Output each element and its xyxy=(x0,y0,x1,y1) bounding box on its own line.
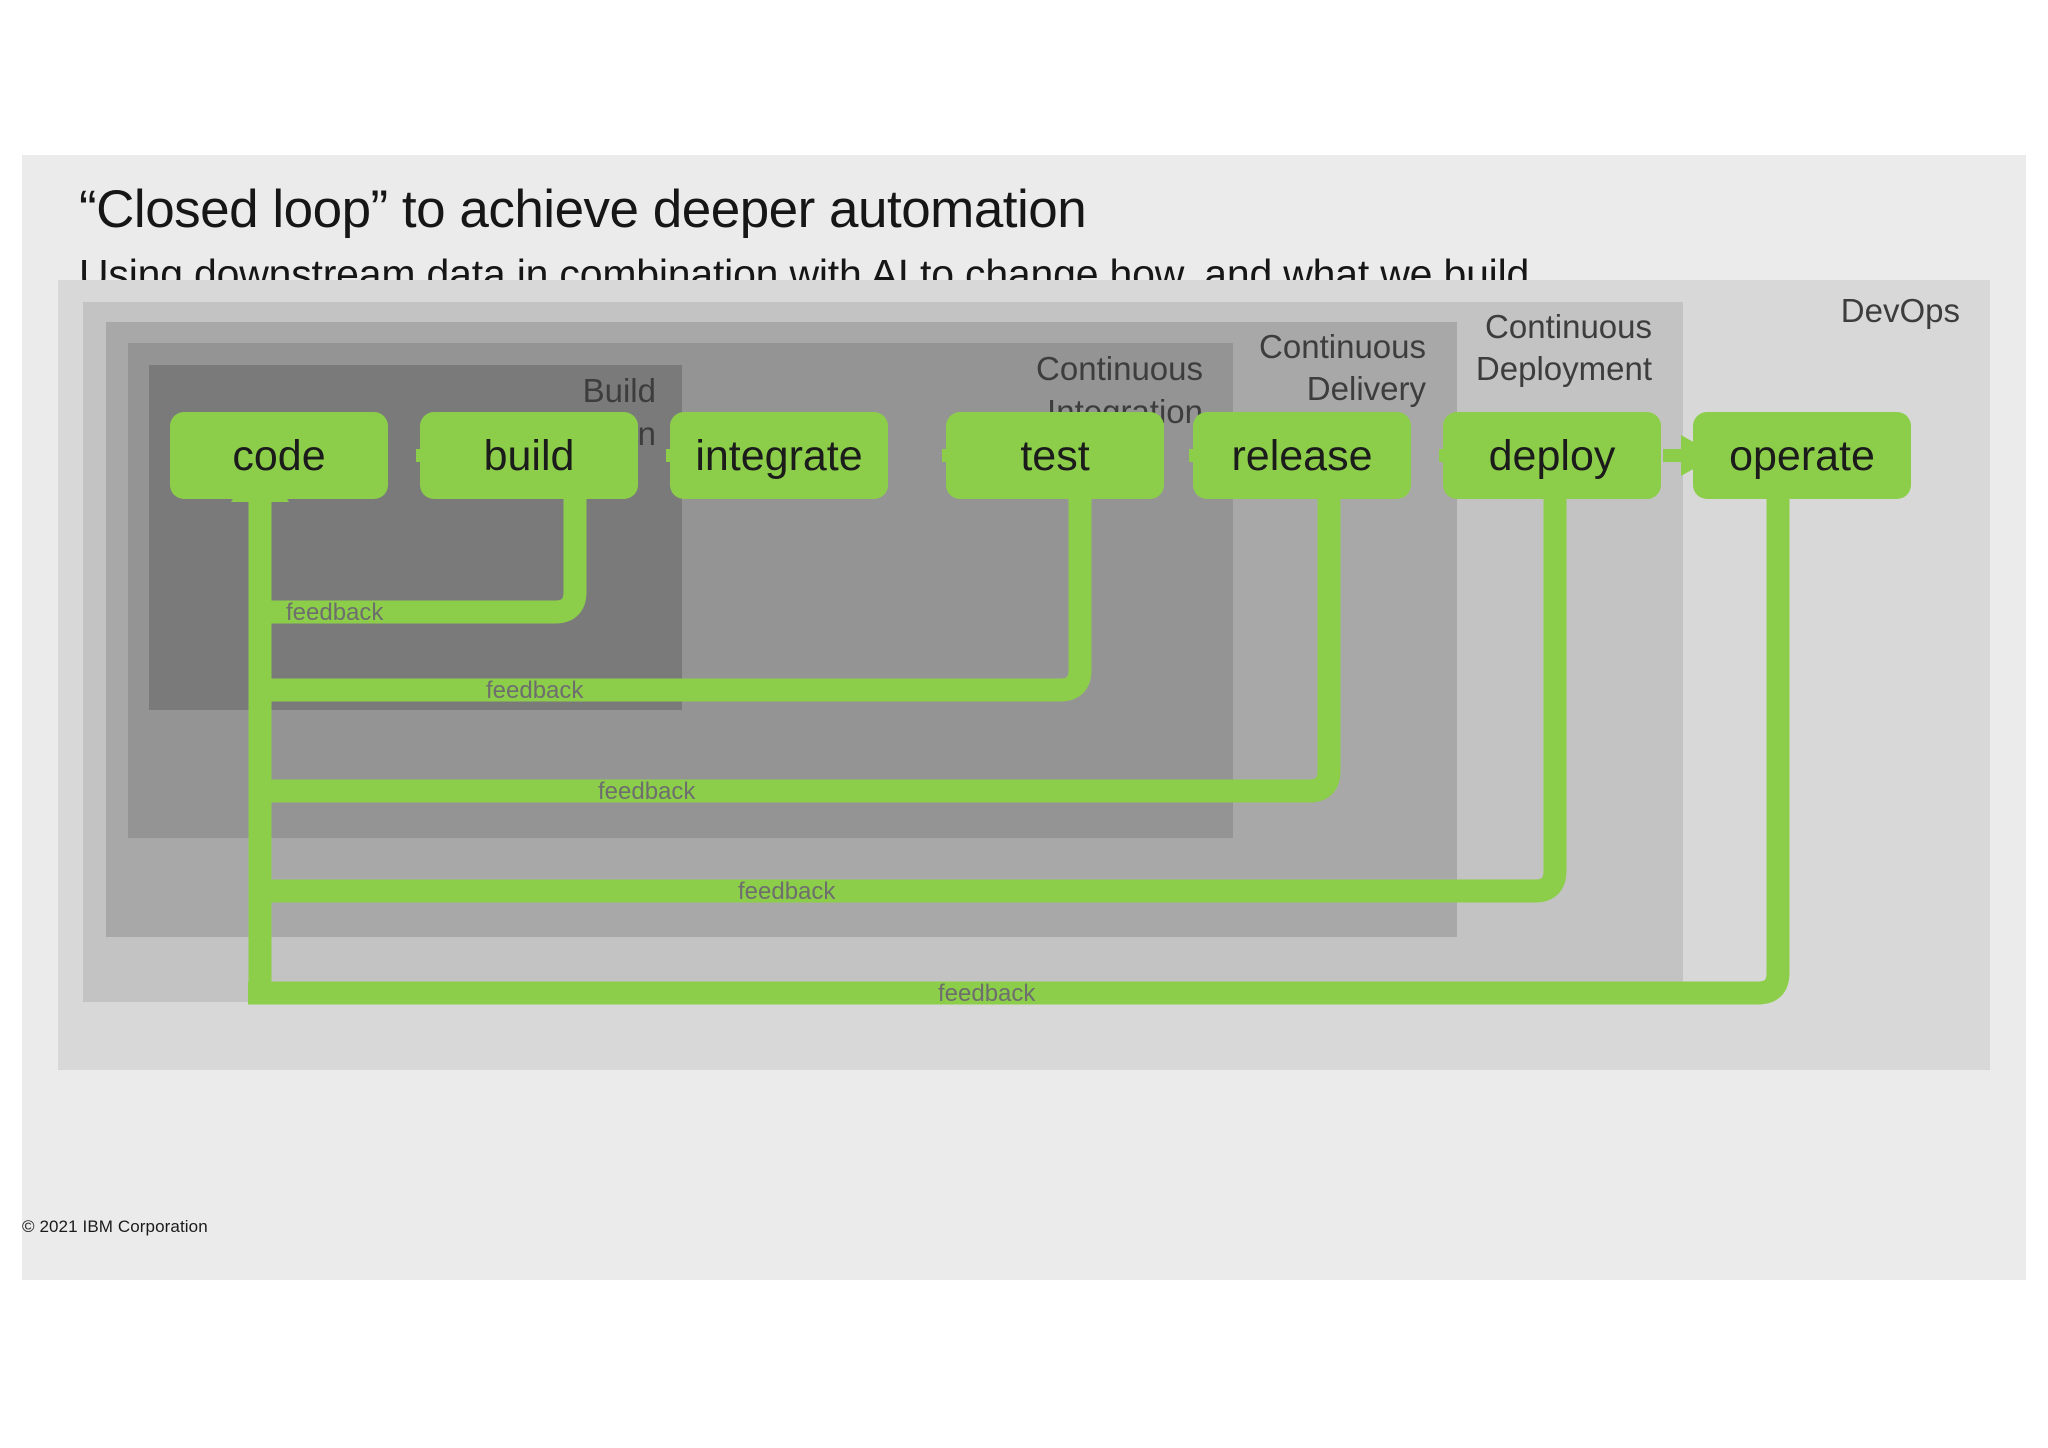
feedback-path-release xyxy=(260,480,1341,803)
band-label-continuous-delivery-line2: Delivery xyxy=(1307,370,1427,407)
stage-code[interactable]: code xyxy=(170,412,388,499)
feedback-path-test xyxy=(260,480,1092,702)
feedback-path-deploy xyxy=(260,480,1567,903)
feedback-paths xyxy=(231,456,1790,1005)
feedback-label-test: feedback xyxy=(486,677,584,704)
band-label-continuous-deployment-line2: Deployment xyxy=(1476,350,1652,387)
feedback-label-release: feedback xyxy=(598,778,696,805)
stage-release[interactable]: release xyxy=(1193,412,1411,499)
page-title: “Closed loop” to achieve deeper automati… xyxy=(79,180,1087,239)
feedback-label-build: feedback xyxy=(286,599,384,626)
stage-label-code: code xyxy=(232,432,325,480)
stage-label-integrate: integrate xyxy=(695,432,862,480)
band-label-continuous-deployment-line1: Continuous xyxy=(1485,308,1652,345)
band-label-build-automation-line1: Build xyxy=(583,372,656,409)
copyright-notice: © 2021 IBM Corporation xyxy=(22,1217,208,1236)
stage-label-operate: operate xyxy=(1729,432,1875,480)
stage-label-test: test xyxy=(1020,432,1089,480)
stage-integrate[interactable]: integrate xyxy=(670,412,888,499)
feedback-path-operate xyxy=(248,480,1790,1005)
stage-deploy[interactable]: deploy xyxy=(1443,412,1661,499)
band-label-continuous-integration-line1: Continuous xyxy=(1036,350,1203,387)
stage-label-release: release xyxy=(1231,432,1372,480)
band-label-devops: DevOps xyxy=(1841,292,1960,329)
feedback-labels: feedback feedback feedback feedback feed… xyxy=(286,599,1036,1007)
band-label-continuous-delivery-line1: Continuous xyxy=(1259,328,1426,365)
slide-canvas: “Closed loop” to achieve deeper automati… xyxy=(22,155,2026,1280)
stage-operate[interactable]: operate xyxy=(1693,412,1911,499)
stage-build[interactable]: build xyxy=(420,412,638,499)
feedback-path-build xyxy=(260,480,587,624)
stage-label-deploy: deploy xyxy=(1489,432,1616,480)
feedback-label-operate: feedback xyxy=(938,980,1036,1007)
devops-loop-diagram: DevOps Continuous Deployment Continuous … xyxy=(58,280,1990,1070)
stage-test[interactable]: test xyxy=(946,412,1164,499)
feedback-label-deploy: feedback xyxy=(738,878,836,905)
stage-label-build: build xyxy=(484,432,575,480)
